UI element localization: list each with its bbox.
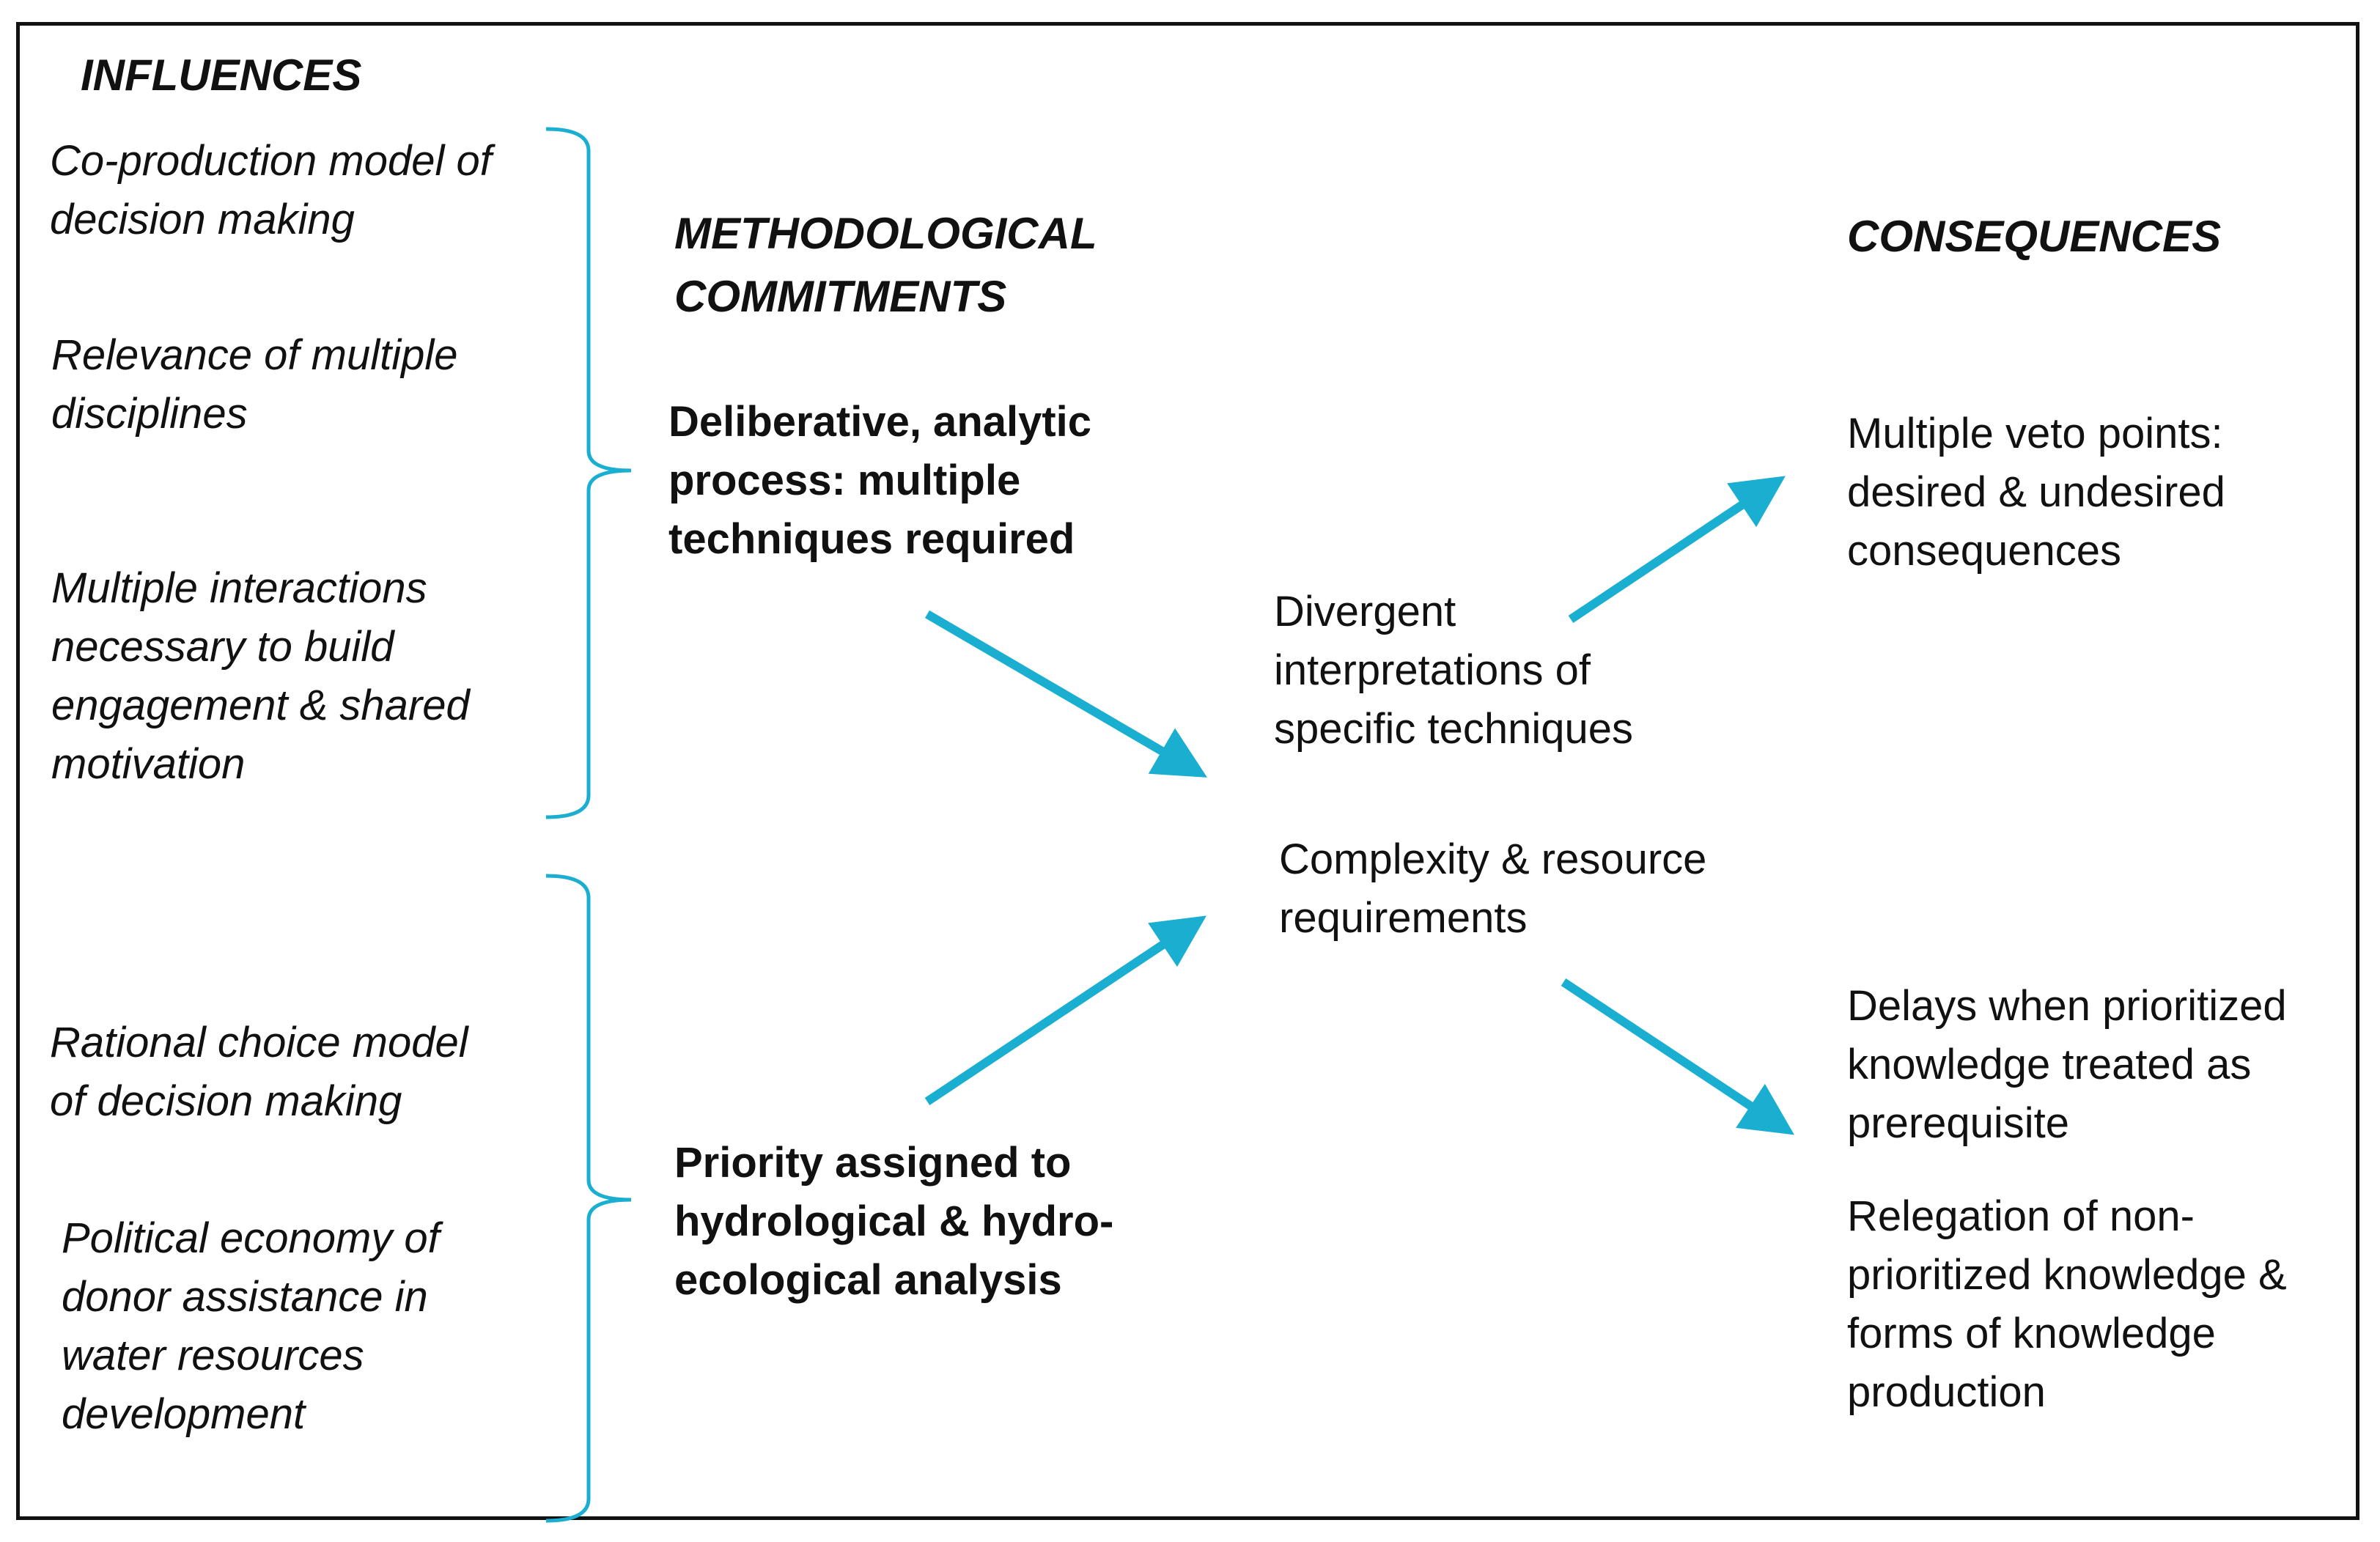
consequence-multiple-veto-points: Multiple veto points: desired & undesire… [1847,410,2225,575]
node-complexity-resources: Complexity & resource requirements [1279,835,1707,942]
heading-consequences: CONSEQUENCES [1847,212,2222,261]
heading-influences: INFLUENCES [81,51,362,100]
commitment-hydrological-priority: Priority assigned to hydrological & hydr… [674,1139,1114,1304]
influence-co-production-model: Co-production model of decision making [50,137,492,243]
diagram-frame [16,22,2359,1520]
commitment-deliberative-process: Deliberative, analytic process: multiple… [668,398,1092,563]
consequence-relegation: Relegation of non- prioritized knowledge… [1847,1192,2287,1416]
influence-multiple-interactions: Multiple interactions necessary to build… [51,564,470,788]
consequence-delays: Delays when prioritized knowledge treate… [1847,982,2287,1147]
influence-multiple-disciplines: Relevance of multiple disciplines [51,331,458,438]
influence-political-economy: Political economy of donor assistance in… [62,1214,440,1438]
heading-methodological-commitments: METHODOLOGICAL COMMITMENTS [674,209,1097,321]
node-divergent-interpretations: Divergent interpretations of specific te… [1274,588,1634,753]
influence-rational-choice-model: Rational choice model of decision making [50,1019,468,1125]
